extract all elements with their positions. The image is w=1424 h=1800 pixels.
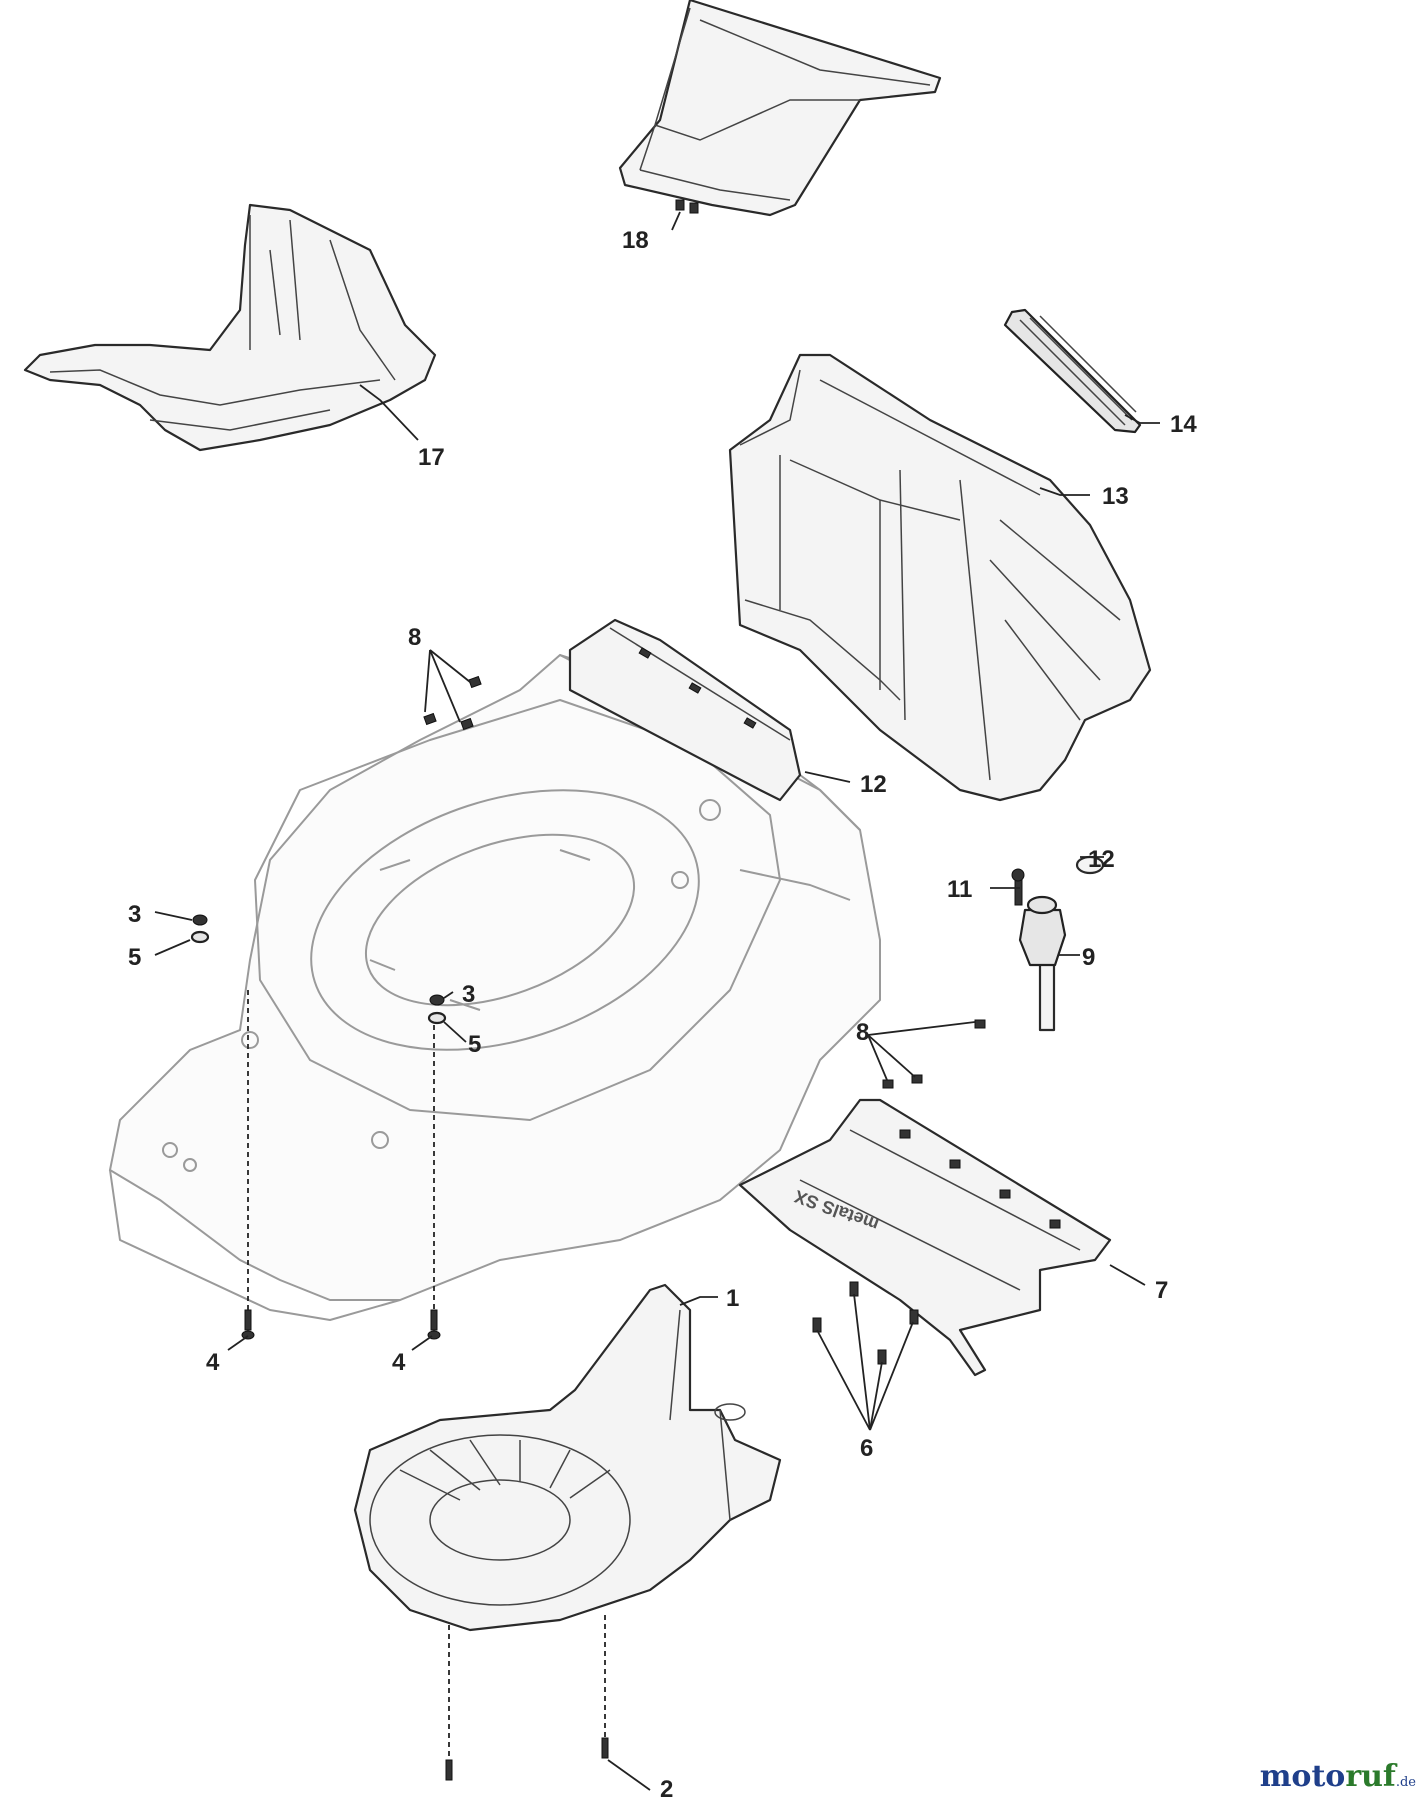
- callout-14: 18: [622, 227, 649, 254]
- callout-3-left: 3: [128, 901, 141, 928]
- callout-3-center: 3: [462, 981, 475, 1008]
- callout-8-top: 8: [408, 624, 421, 651]
- callout-12: 14: [1170, 411, 1197, 438]
- callout-9: 9: [1082, 944, 1095, 971]
- part-11-rear-housing: [728, 353, 1152, 802]
- callouts: 18 17 14 13 12 12 11 9 8 8 3 5 3 5 4 4 1…: [128, 227, 1197, 1800]
- part-13-rear-cover: [23, 203, 437, 452]
- callout-5-center: 5: [468, 1031, 481, 1058]
- leader-lines: [154, 211, 1160, 1791]
- mower-deck-ghost: [108, 653, 881, 1321]
- callout-2: 2: [660, 1776, 673, 1800]
- part-7-lower-plate: metalS SX: [738, 1098, 1112, 1377]
- watermark-moto: moto: [1259, 1759, 1346, 1794]
- callout-10: 12: [860, 771, 887, 798]
- hardware: [190, 675, 986, 1781]
- callout-7: 7: [1155, 1277, 1168, 1304]
- callout-1: 1: [726, 1285, 739, 1312]
- part-1-deflector: [353, 1283, 782, 1632]
- callout-5-left: 5: [128, 944, 141, 971]
- callout-17: 11: [947, 876, 972, 903]
- part-10-rear-flap: [568, 618, 802, 802]
- callout-4-center: 4: [392, 1349, 406, 1376]
- callout-18: 12: [1088, 846, 1115, 873]
- callout-13: 17: [418, 444, 445, 471]
- part-14-chute-cover: [618, 0, 942, 217]
- callout-6: 6: [860, 1435, 873, 1462]
- callout-8-right: 8: [856, 1019, 869, 1046]
- watermark-tld: .de: [1395, 1775, 1416, 1790]
- watermark-ruf: ruf: [1345, 1759, 1396, 1794]
- part-12-filter-plate: [1003, 308, 1142, 434]
- watermark-logo: motoruf.de: [1260, 1759, 1416, 1794]
- callout-11: 13: [1102, 483, 1129, 510]
- callout-4-left: 4: [206, 1349, 220, 1376]
- part-9-height-adjuster: [1011, 855, 1105, 1032]
